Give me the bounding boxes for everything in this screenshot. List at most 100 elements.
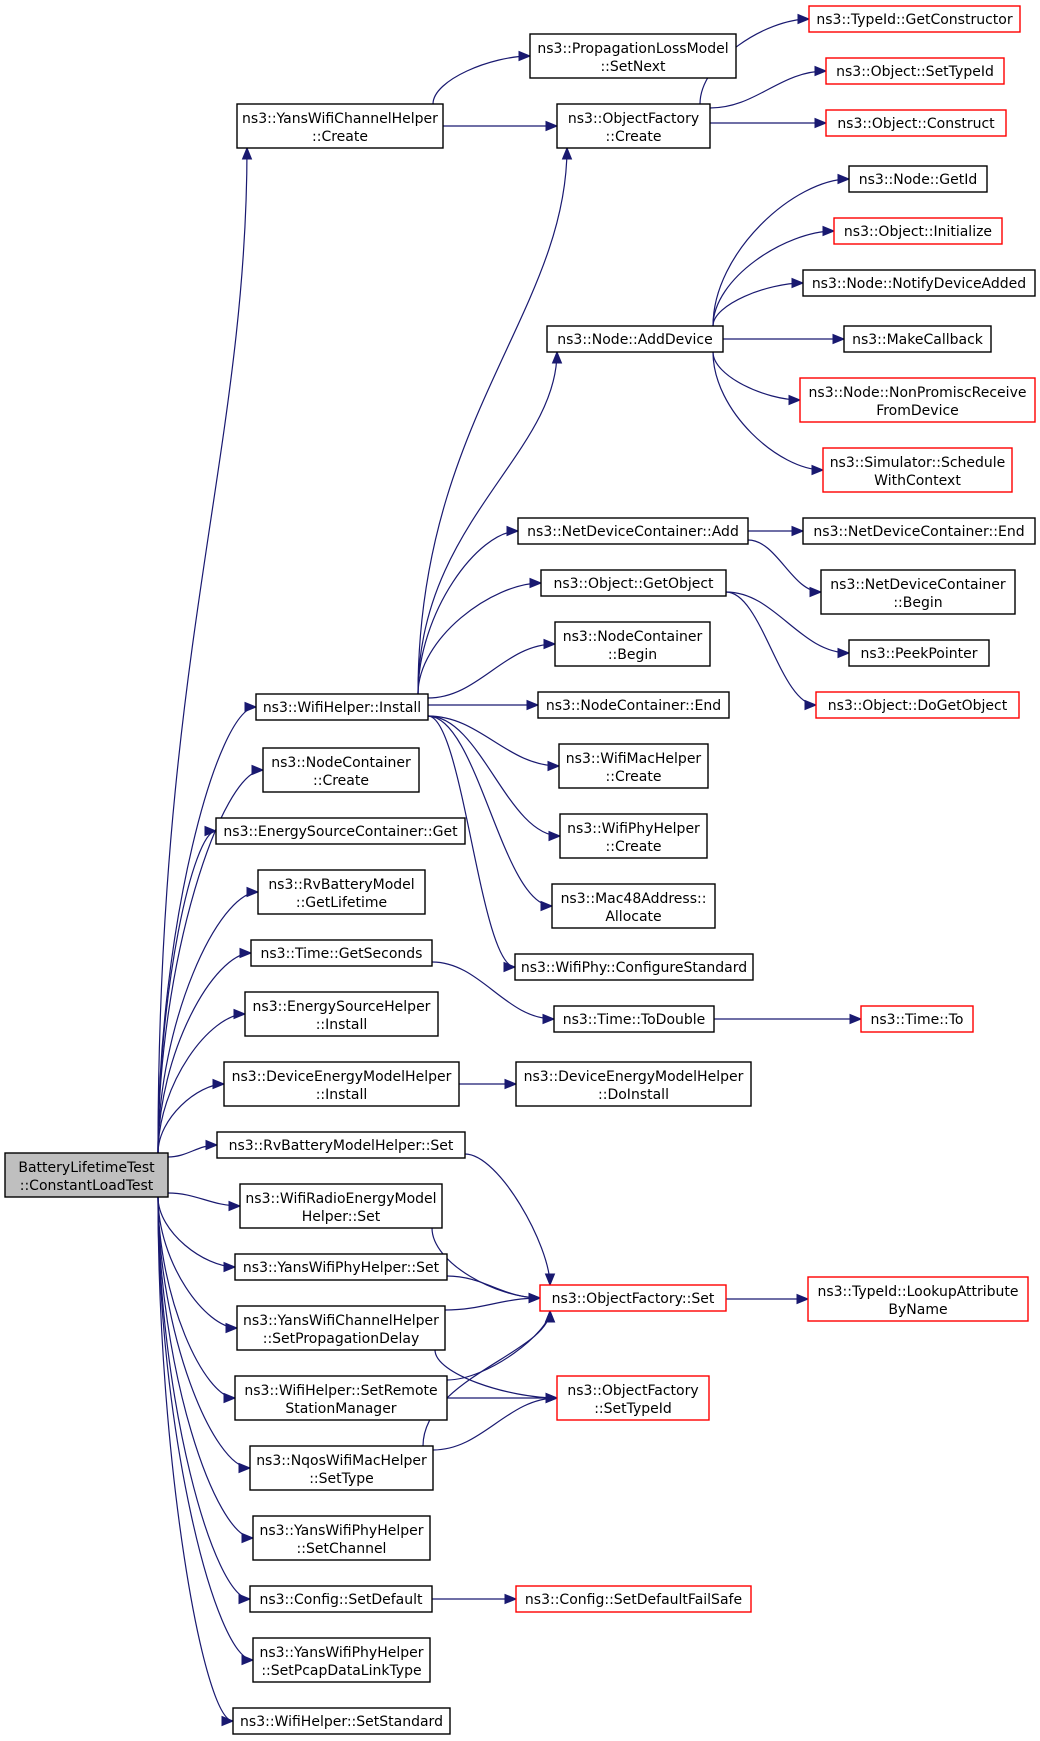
node-box (252, 1515, 431, 1561)
node-demh-install[interactable]: ns3::DeviceEnergyModelHelper::Install (223, 1061, 460, 1107)
node-box (255, 693, 429, 721)
node-label: ns3::WifiMacHelper (566, 751, 702, 767)
edge-yans-ch-create-to-of-create (443, 120, 559, 132)
edge-node-add-dev-to-make-cb (723, 333, 846, 345)
edge-root-to-yans-ch-create (157, 146, 253, 1154)
node-yans-ch-create[interactable]: ns3::YansWifiChannelHelper::Create (236, 103, 444, 149)
node-label: ns3::WifiPhyHelper (567, 821, 700, 837)
node-obj-do-get[interactable]: ns3::Object::DoGetObject (815, 691, 1020, 719)
node-box (540, 569, 727, 597)
node-label: ::SetType (309, 1471, 374, 1487)
node-of-set[interactable]: ns3::ObjectFactory::Set (539, 1284, 727, 1312)
node-phy-cfg-std[interactable]: ns3::WifiPhy::ConfigureStandard (514, 953, 754, 981)
edge-line (417, 530, 519, 695)
arrowhead (221, 1715, 235, 1727)
node-wh-set-std[interactable]: ns3::WifiHelper::SetStandard (232, 1707, 451, 1735)
edge-ndc-add-to-ndc-end (748, 525, 805, 537)
arrowhead (547, 760, 561, 772)
node-ywch-set-prop[interactable]: ns3::YansWifiChannelHelper::SetPropagati… (236, 1305, 446, 1351)
node-box (215, 817, 466, 845)
node-box (515, 1585, 752, 1613)
node-demh-do-inst[interactable]: ns3::DeviceEnergyModelHelper::DoInstall (515, 1061, 752, 1107)
node-time-get-sec[interactable]: ns3::Time::GetSeconds (250, 939, 433, 967)
node-box (860, 1005, 974, 1033)
edge-node-add-dev-to-node-non-prom (712, 351, 802, 406)
edge-line (725, 591, 850, 654)
node-ywph-set-ch[interactable]: ns3::YansWifiPhyHelper::SetChannel (252, 1515, 431, 1561)
edge-ywch-set-prop-to-of-set-tid (434, 1349, 559, 1404)
node-of-set-tid[interactable]: ns3::ObjectFactory::SetTypeId (556, 1375, 710, 1421)
node-make-cb[interactable]: ns3::MakeCallback (843, 325, 992, 353)
node-label: ns3::MakeCallback (852, 332, 984, 348)
arrowhead (528, 1292, 542, 1304)
arrowhead (791, 525, 805, 537)
edge-line (725, 591, 817, 706)
node-root[interactable]: BatteryLifetimeTest::ConstantLoadTest (4, 1152, 169, 1198)
node-label: ByName (888, 1302, 947, 1318)
node-nc-end[interactable]: ns3::NodeContainer::End (537, 691, 730, 719)
node-peek-ptr[interactable]: ns3::PeekPointer (848, 639, 990, 667)
node-wph-create[interactable]: ns3::WifiPhyHelper::Create (559, 813, 708, 859)
node-label: ns3::ObjectFactory (568, 111, 699, 127)
node-obj-construct[interactable]: ns3::Object::Construct (825, 109, 1007, 137)
node-box (802, 269, 1036, 297)
node-ndc-end[interactable]: ns3::NetDeviceContainer::End (802, 517, 1036, 545)
edge-line (432, 1397, 558, 1451)
edge-ndc-add-to-ndc-begin (747, 539, 823, 598)
node-obj-init[interactable]: ns3::Object::Initialize (833, 217, 1003, 245)
node-cfg-set-def-fs[interactable]: ns3::Config::SetDefaultFailSafe (515, 1585, 752, 1613)
node-nqos-set-type[interactable]: ns3::NqosWifiMacHelper::SetType (249, 1445, 434, 1491)
node-wifi-install[interactable]: ns3::WifiHelper::Install (255, 693, 429, 721)
node-tid-get-ctor[interactable]: ns3::TypeId::GetConstructor (808, 5, 1021, 33)
edge-line (157, 1196, 254, 1661)
node-mac-alloc[interactable]: ns3::Mac48Address::Allocate (551, 883, 716, 929)
node-label: ns3::NodeContainer (271, 755, 411, 771)
node-time-to[interactable]: ns3::Time::To (860, 1005, 974, 1033)
node-rv-get-life[interactable]: ns3::RvBatteryModel::GetLifetime (257, 869, 426, 915)
arrowhead (822, 225, 836, 237)
edge-cfg-set-def-to-cfg-set-def-fs (432, 1593, 518, 1605)
node-node-get-id[interactable]: ns3::Node::GetId (848, 165, 988, 193)
node-box (546, 325, 724, 353)
node-label: ns3::DeviceEnergyModelHelper (232, 1069, 452, 1085)
node-nc-begin[interactable]: ns3::NodeContainer::Begin (554, 621, 711, 667)
node-of-create[interactable]: ns3::ObjectFactory::Create (556, 103, 711, 149)
node-box (239, 1183, 443, 1229)
arrowhead (791, 277, 805, 289)
arrowhead (204, 825, 218, 837)
node-ywph-set-pcap[interactable]: ns3::YansWifiPhyHelper::SetPcapDataLinkT… (252, 1637, 431, 1683)
node-obj-get-obj[interactable]: ns3::Object::GetObject (540, 569, 727, 597)
node-esh-install[interactable]: ns3::EnergySourceHelper::Install (244, 991, 439, 1037)
edge-line (431, 961, 555, 1020)
edge-line (712, 178, 850, 327)
node-esc-get[interactable]: ns3::EnergySourceContainer::Get (215, 817, 466, 845)
node-box (822, 447, 1013, 493)
node-label: ::Begin (893, 595, 942, 611)
edge-root-to-ywph-set (157, 1196, 237, 1273)
edge-line (464, 1153, 551, 1286)
edge-wifi-install-to-obj-get-obj (417, 577, 543, 695)
node-rvbmh-set[interactable]: ns3::RvBatteryModelHelper::Set (216, 1131, 466, 1159)
node-box (236, 103, 444, 149)
node-time-to-dbl[interactable]: ns3::Time::ToDouble (553, 1005, 715, 1033)
edge-time-get-sec-to-time-to-dbl (431, 961, 556, 1025)
node-ndc-begin[interactable]: ns3::NetDeviceContainer::Begin (820, 569, 1016, 615)
node-node-notify[interactable]: ns3::Node::NotifyDeviceAdded (802, 269, 1036, 297)
node-plm-set-next[interactable]: ns3::PropagationLossModel::SetNext (529, 33, 737, 79)
node-ndc-add[interactable]: ns3::NetDeviceContainer::Add (517, 517, 749, 545)
node-wmh-create[interactable]: ns3::WifiMacHelper::Create (558, 743, 709, 789)
edge-line (157, 1196, 251, 1469)
node-ywph-set[interactable]: ns3::YansWifiPhyHelper::Set (234, 1253, 448, 1281)
node-node-add-dev[interactable]: ns3::Node::AddDevice (546, 325, 724, 353)
arrowhead (551, 350, 563, 364)
node-nc-create[interactable]: ns3::NodeContainer::Create (262, 747, 420, 793)
node-cfg-set-def[interactable]: ns3::Config::SetDefault (249, 1585, 433, 1613)
node-obj-set-tid[interactable]: ns3::Object::SetTypeId (825, 57, 1005, 85)
edge-wifi-install-to-wph-create (427, 715, 562, 842)
node-box (799, 377, 1036, 423)
